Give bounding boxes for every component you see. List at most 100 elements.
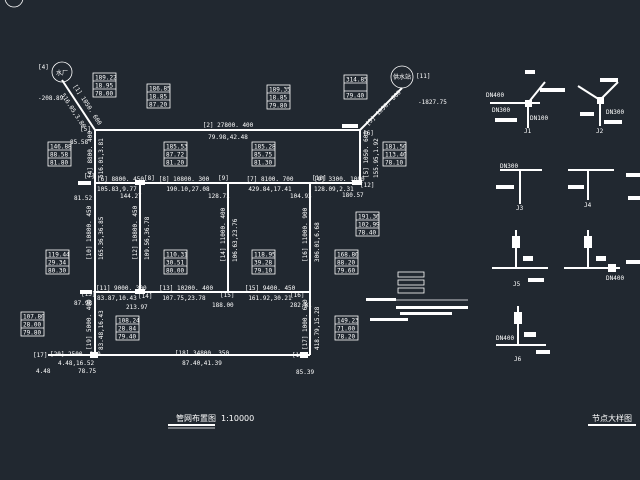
legend-bar xyxy=(370,318,408,321)
detail-title-block: 节点大样图 xyxy=(588,413,636,426)
node-box: 118.95 39.28 79.10 xyxy=(251,249,276,275)
node-box-frame xyxy=(334,315,359,341)
node-box-line: 88.20 xyxy=(337,260,355,267)
pipe-4-flow: 516.01,3.81 xyxy=(98,138,105,178)
pipe-1 xyxy=(61,79,96,131)
pipe-9-flow: 128.09,2.31 xyxy=(314,186,354,193)
node-box-line: 314.85 xyxy=(346,77,368,84)
detail-label: DN400 xyxy=(486,92,504,99)
detail-fitting xyxy=(596,256,606,261)
pipe-16-label: [15] 9400. 450 xyxy=(245,285,296,292)
node-box-line: 79.10 xyxy=(254,268,272,275)
node-value: 128.71 xyxy=(208,193,230,200)
source-left-circle xyxy=(51,61,73,83)
node-box-line: 168.80 xyxy=(337,252,359,259)
detail-fitting xyxy=(608,264,616,272)
pipe-5-label: [5] 1050. 600 xyxy=(363,131,370,178)
detail-j1: DN400 DN300 DN100 J1 xyxy=(486,70,565,135)
node-box-frame xyxy=(251,141,276,167)
node-annotations: [5] [6] [7] [8] [9] [10] [12] [13] [14] … xyxy=(33,126,374,376)
node-box-line: 191.36 xyxy=(358,214,380,221)
detail-node-label: J6 xyxy=(514,356,522,363)
detail-fitting xyxy=(626,260,640,264)
detail-fitting xyxy=(525,70,535,74)
node-box-line: 79.80 xyxy=(23,330,41,337)
pipe-15-label: [13] 10200. 400 xyxy=(159,285,214,292)
node-box-line: 79.60 xyxy=(337,268,355,275)
detail-fitting xyxy=(628,196,640,200)
node-box: 168.80 88.20 79.60 xyxy=(334,249,359,275)
pipe-8-label: [7] 8100. 700 xyxy=(247,176,294,183)
node-value: 104.93 xyxy=(290,193,312,200)
detail-label: DN400 xyxy=(496,335,514,342)
node-box-line: 85.75 xyxy=(254,152,272,159)
node-box: 191.36 102.99 78.40 xyxy=(355,211,380,237)
pipe-12-label: [14] 11000. 400 xyxy=(220,207,227,262)
node-box-line: 113.40 xyxy=(385,152,407,159)
node-box: 107.80 28.00 79.80 xyxy=(20,311,45,337)
node-box-line: 79.80 xyxy=(269,103,287,110)
node-tag: [17] xyxy=(33,352,47,359)
pipe-6-label: [6] 8800. 450 xyxy=(97,176,144,183)
node-box-line: 108.24 xyxy=(118,318,140,325)
node-box-line: 119.44 xyxy=(48,252,70,259)
node-tag: [8] xyxy=(144,175,155,182)
source-right-tag: [11] xyxy=(416,73,430,80)
pipe-11-label: [12] 10800. 450 xyxy=(132,205,139,260)
node-value: 180.57 xyxy=(342,192,364,199)
detail-fitting xyxy=(512,236,520,248)
node-box-line: 78.20 xyxy=(337,334,355,341)
node-box-line: 28.84 xyxy=(118,326,136,333)
legend-swatch xyxy=(397,279,425,286)
source-right-name: 供水站 xyxy=(393,73,411,81)
pipe-17-label: [17] 1000. 600 xyxy=(302,299,309,350)
pipe-18-flow: 83.48,16.43 xyxy=(98,310,105,350)
node-value: 144.27 xyxy=(120,193,142,200)
detail-fitting xyxy=(597,97,604,104)
node-tag: [12] xyxy=(360,182,374,189)
node-box-line: 79.40 xyxy=(118,334,136,341)
detail-label: DN100 xyxy=(530,115,548,122)
node-box-line: 80.00 xyxy=(166,268,184,275)
legend-swatch xyxy=(397,287,425,294)
source-left-tag: [4] xyxy=(38,64,49,71)
detail-j4: J4 xyxy=(568,169,640,209)
node-box-line: 107.80 xyxy=(23,314,45,321)
pipe-9-label: [9] 3300. 1000 xyxy=(314,176,365,183)
node-box: 189.22 18.95 78.00 xyxy=(92,72,117,98)
node-box-line: 87.20 xyxy=(149,102,167,109)
pipe-lines xyxy=(48,79,403,356)
node-box-line: 18.85 xyxy=(269,95,287,102)
detail-node-label: DN300 xyxy=(606,109,624,116)
node-box: 149.23 71.00 78.20 xyxy=(334,315,359,341)
detail-fitting xyxy=(584,236,592,248)
node-value: 81.52 xyxy=(74,195,92,202)
detail-pipe xyxy=(527,81,546,104)
main-scale: 1:10000 xyxy=(221,414,254,423)
detail-fitting xyxy=(604,120,622,124)
node-box-line: 78.00 xyxy=(95,91,113,98)
pipe-19-label: [20] 2500. 200 xyxy=(50,351,101,358)
junction-marker xyxy=(135,289,145,294)
main-title: 管网布置图 xyxy=(176,413,216,423)
node-box-line: 87.72 xyxy=(166,152,184,159)
node-tag: [15] xyxy=(220,292,234,299)
node-box-line: 78.40 xyxy=(358,230,376,237)
node-box-line: 81.30 xyxy=(254,160,272,167)
node-box-line: 146.88 xyxy=(50,144,72,151)
pipe-7-label: [8] 10800. 300 xyxy=(159,176,210,183)
node-box-line: 185.53 xyxy=(166,144,188,151)
detail-pipe xyxy=(577,85,601,101)
detail-bottom: DN400 J6 xyxy=(496,306,550,363)
node-box-line: 149.23 xyxy=(337,318,359,325)
source-left: 水厂 [4] -208.89 xyxy=(38,61,73,102)
junction-marker xyxy=(90,352,98,358)
node-box-line: 189.35 xyxy=(269,87,291,94)
detail-fitting xyxy=(536,350,550,354)
node-box-frame xyxy=(115,315,140,341)
detail-label: DN300 xyxy=(492,107,510,114)
pipe-19-flow: 4.48,16.52 xyxy=(58,360,95,367)
node-value: 85.58 xyxy=(70,139,88,146)
detail-fitting xyxy=(600,78,618,82)
corner-marker xyxy=(4,0,24,8)
